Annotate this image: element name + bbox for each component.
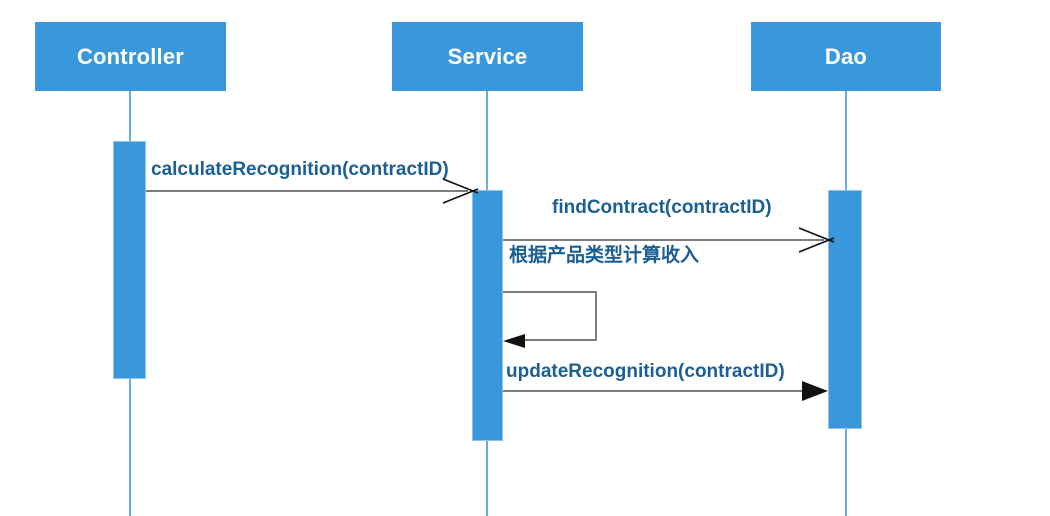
- self-message-loop-right-line: [595, 291, 597, 341]
- actor-box-service: Service: [392, 22, 583, 91]
- open-arrowhead-icon: [442, 178, 479, 204]
- filled-arrowhead-left-icon: [503, 334, 525, 348]
- self-message-loop-bottom-line: [520, 339, 597, 341]
- message-line-calculate-recognition: [146, 190, 468, 192]
- actor-label-dao: Dao: [824, 43, 868, 69]
- activation-bar-service: [472, 190, 503, 441]
- actor-box-controller: Controller: [35, 22, 226, 91]
- actor-label-service: Service: [447, 43, 528, 69]
- open-arrowhead-icon: [798, 227, 835, 253]
- message-label-calculate-recognition: calculateRecognition(contractID): [151, 159, 449, 180]
- filled-arrowhead-right-icon: [802, 381, 828, 401]
- self-message-loop-top-line: [503, 291, 597, 293]
- message-line-find-contract: [503, 239, 824, 241]
- activation-bar-controller: [113, 141, 146, 379]
- activation-bar-dao: [828, 190, 862, 429]
- actor-label-controller: Controller: [76, 43, 185, 69]
- actor-box-dao: Dao: [751, 22, 941, 91]
- message-label-find-contract: findContract(contractID): [552, 197, 772, 218]
- message-label-self-calculate-revenue: 根据产品类型计算收入: [509, 245, 700, 266]
- message-line-update-recognition: [503, 390, 806, 392]
- message-label-update-recognition: updateRecognition(contractID): [506, 361, 785, 382]
